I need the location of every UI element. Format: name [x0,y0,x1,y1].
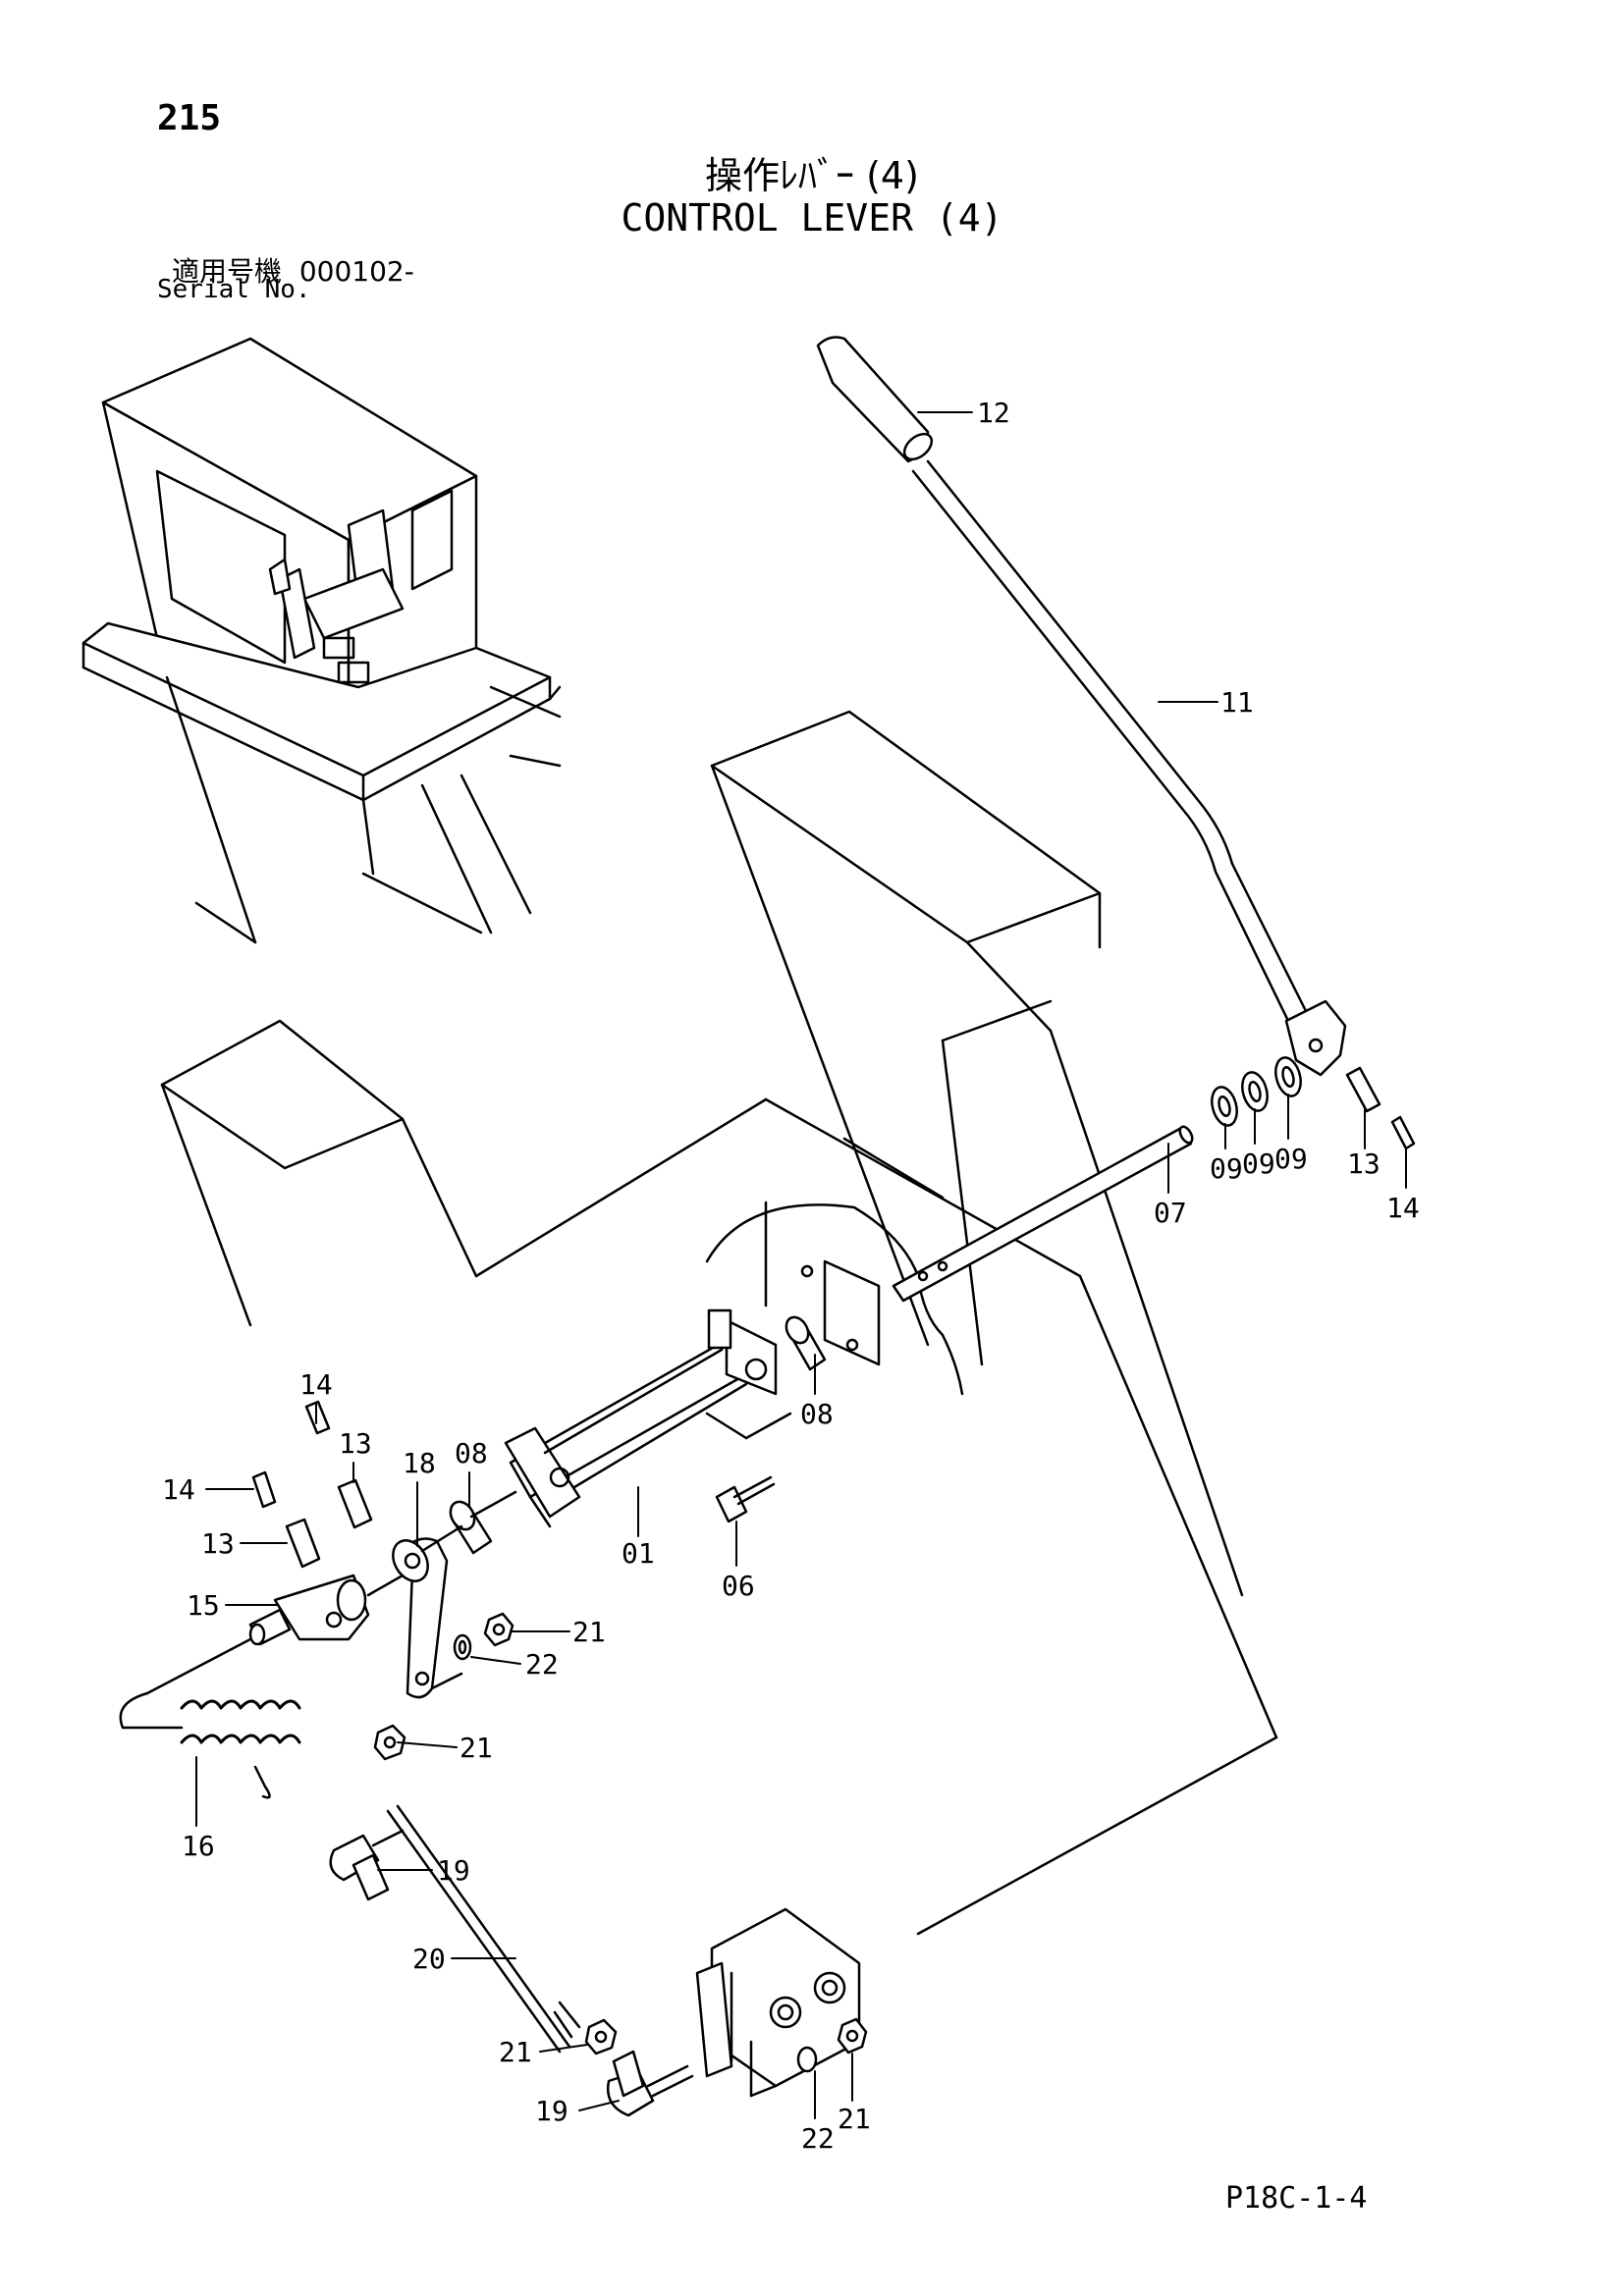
bushing-left [449,1490,517,1555]
callout-09: 09 [1242,1148,1275,1180]
nut-lower [373,1724,406,1761]
callout-19: 19 [535,2095,568,2127]
callout-22: 22 [525,1648,559,1681]
pins-left [251,1400,373,1569]
bushing-right [785,1315,827,1371]
callout-13: 13 [339,1427,372,1460]
callout-15: 15 [187,1589,220,1622]
page-title-japanese: 操作ﾚﾊﾞｰ (4) [705,154,919,197]
console-housing-outline [160,710,1278,1936]
serial-value: 000102- [298,255,414,288]
callout-21: 21 [460,1732,493,1764]
callout-21: 21 [838,2103,871,2135]
callout-labels: 12 11 09 09 09 13 14 07 08 14 13 18 08 1… [162,397,1420,2155]
callout-20: 20 [412,1943,446,1975]
callout-13: 13 [201,1527,235,1560]
drawing-code: P18C-1-4 [1225,2181,1368,2216]
pins-upper [1345,1066,1416,1150]
callout-08: 08 [455,1437,488,1469]
callout-21: 21 [572,1616,606,1648]
callout-13: 13 [1347,1148,1380,1180]
serial-label-jp-text: 適用号機 [172,255,283,288]
callout-11: 11 [1220,686,1254,719]
leader-lines [195,411,1407,2119]
cab-inset-illustration [81,337,562,944]
shaft [892,1125,1194,1303]
callout-22: 22 [801,2122,835,2155]
callout-09: 09 [1210,1152,1243,1185]
nut-rod-end [584,2018,618,2056]
bolt [715,1475,776,1523]
callout-14: 14 [299,1368,333,1401]
link-arm [392,1524,463,1699]
pilot-valve [695,1907,868,2098]
callout-07: 07 [1154,1197,1187,1229]
serial-label: Serial No. [157,275,311,304]
bracket-assembly [504,1308,792,1528]
nuts-washers-mid [430,1612,514,1690]
rod [386,1804,581,2054]
page-title: CONTROL LEVER (4) [621,196,1003,240]
callout-09: 09 [1274,1143,1308,1175]
callout-18: 18 [403,1447,436,1479]
ball-joint-upper [329,1829,405,1901]
callout-12: 12 [977,397,1010,429]
callout-21: 21 [499,2036,532,2068]
callout-06: 06 [722,1570,755,1602]
serial-label-japanese: 適用号機 000102- [172,250,414,290]
ball-joint-lower [606,2050,694,2117]
clevis [248,1574,405,1646]
page-number: 215 [157,98,222,138]
callout-08: 08 [800,1398,834,1430]
lever-and-grip [816,336,1347,1077]
washers [1211,1056,1302,1127]
spring [119,1637,301,1799]
callout-14: 14 [1386,1192,1420,1224]
callout-01: 01 [622,1537,655,1570]
mounting-plate [800,1259,881,1366]
callout-14: 14 [162,1473,195,1506]
callout-16: 16 [182,1830,215,1862]
callout-19: 19 [437,1854,470,1887]
